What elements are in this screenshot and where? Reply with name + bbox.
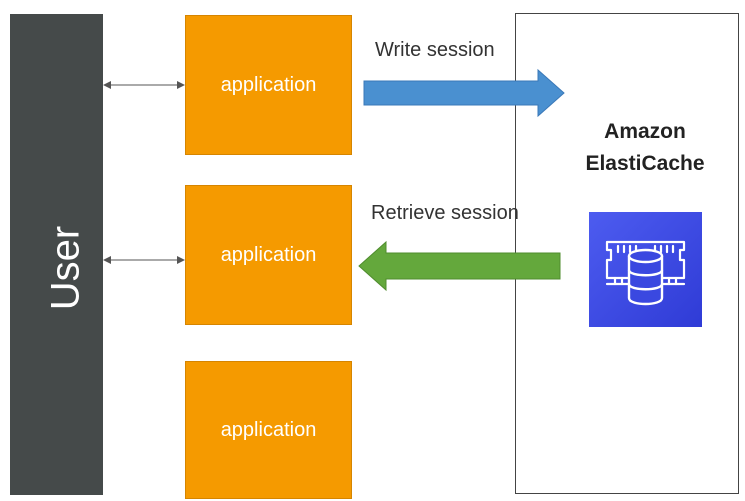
write-session-arrow <box>363 68 565 118</box>
elasticache-title-line1: Amazon <box>604 120 686 143</box>
user-bar: User <box>10 14 103 495</box>
elasticache-title: Amazon ElastiCache <box>515 116 745 180</box>
elasticache-icon <box>589 212 702 327</box>
application-box-3: application <box>185 361 352 499</box>
memory-database-icon <box>605 240 686 306</box>
retrieve-session-arrow <box>358 240 561 292</box>
application-box-2: application <box>185 185 352 325</box>
application-label-1: application <box>220 73 317 96</box>
application-label-3: application <box>220 418 317 441</box>
retrieve-session-label: Retrieve session <box>371 202 519 224</box>
elasticache-title-line2: ElastiCache <box>585 152 705 175</box>
application-box-1: application <box>185 15 352 155</box>
write-session-label: Write session <box>375 39 495 61</box>
application-label-2: application <box>220 243 317 266</box>
